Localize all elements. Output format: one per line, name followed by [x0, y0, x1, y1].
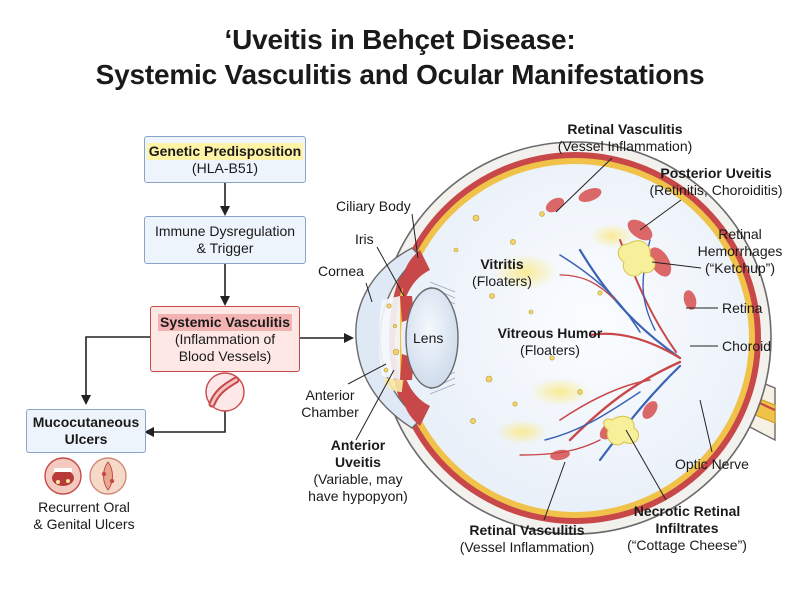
immune-dysregulation-box: Immune Dysregulation & Trigger: [144, 216, 306, 264]
choroid-label: Choroid: [722, 338, 772, 354]
anterior-chamber-label: Anterior Chamber: [290, 387, 370, 421]
anterior-uveitis-title-2: Uveitis: [335, 454, 381, 470]
genetic-predisposition-sub: (HLA-B51): [191, 159, 259, 176]
anterior-uveitis-label: Anterior Uveitis (Variable, may have hyp…: [298, 437, 418, 505]
recurrent-line-2: & Genital Ulcers: [33, 516, 135, 532]
posterior-uveitis-title: Posterior Uveitis: [660, 165, 772, 181]
posterior-uveitis-label: Posterior Uveitis (Retinitis, Choroiditi…: [636, 165, 796, 199]
label-leader-lines: [347, 157, 718, 521]
necrotic-title-1: Necrotic Retinal: [633, 503, 741, 519]
anterior-uveitis-sub-2: have hypopyon): [308, 488, 408, 504]
genetic-predisposition-title: Genetic Predisposition: [146, 142, 304, 160]
anterior-chamber-line-1: Anterior: [305, 387, 355, 403]
page-title: ‘Uveitis in Behçet Disease: Systemic Vas…: [0, 22, 800, 92]
mucocutaneous-ulcers-box: Mucocutaneous Ulcers: [26, 409, 146, 453]
systemic-vasculitis-sub-1: (Inflammation of: [174, 330, 276, 347]
floaters: [383, 211, 603, 424]
vitreous-humor-sub: (Floaters): [520, 342, 580, 358]
vitreous-humor-title: Vitreous Humor: [497, 325, 603, 341]
mucocutaneous-line-2: Ulcers: [64, 431, 108, 447]
inflamed-vessel-icon: [205, 372, 245, 412]
systemic-vasculitis-sub-2: Blood Vessels): [178, 347, 272, 364]
anterior-uveitis-sub-1: (Variable, may: [313, 471, 403, 487]
title-line-2: Systemic Vasculitis and Ocular Manifesta…: [95, 59, 705, 90]
retina-label: Retina: [722, 300, 763, 316]
eye-cross-section: [355, 141, 776, 535]
vitritis-title: Vitritis: [480, 256, 524, 272]
vitritis-sub: (Floaters): [472, 273, 532, 289]
posterior-uveitis-sub: (Retinitis, Choroiditis): [649, 182, 783, 198]
vitritis-label: Vitritis (Floaters): [462, 256, 542, 290]
ciliary-body-top: [402, 250, 430, 300]
necrotic-title-2: Infiltrates: [655, 520, 719, 536]
necrotic-infiltrates: [603, 240, 656, 446]
anterior-chamber-line-2: Chamber: [301, 404, 359, 420]
vitreous-humor-label: Vitreous Humor (Floaters): [480, 325, 620, 359]
systemic-vasculitis-title: Systemic Vasculitis: [158, 313, 292, 331]
retinal-vasculitis-bottom-label: Retinal Vasculitis (Vessel Inflammation): [452, 522, 602, 556]
arrow-systemic-to-ulcers: [81, 336, 150, 405]
retinal-hemorrhages-label: Retinal Hemorrhages (“Ketchup”): [690, 226, 790, 277]
retinal-vasculitis-bottom-sub: (Vessel Inflammation): [459, 539, 595, 555]
retinal-vasculitis-top-title: Retinal Vasculitis: [567, 121, 683, 137]
recurrent-ulcers-label: Recurrent Oral & Genital Ulcers: [22, 499, 146, 533]
anterior-uveitis-title-1: Anterior: [330, 437, 386, 453]
title-line-1: ‘Uveitis in Behçet Disease:: [224, 24, 576, 55]
retinal-vasculitis-top-sub: (Vessel Inflammation): [557, 138, 693, 154]
mucocutaneous-line-1: Mucocutaneous: [32, 414, 140, 430]
lens-label: Lens: [413, 330, 444, 346]
retinal-vasculitis-bottom-title: Retinal Vasculitis: [469, 522, 585, 538]
ciliary-body-label: Ciliary Body: [336, 198, 411, 214]
retinal-vasculitis-top-label: Retinal Vasculitis (Vessel Inflammation): [545, 121, 705, 155]
recurrent-line-1: Recurrent Oral: [38, 499, 130, 515]
systemic-vasculitis-box: Systemic Vasculitis (Inflammation of Blo…: [150, 306, 300, 372]
necrotic-infiltrates-label: Necrotic Retinal Infiltrates (“Cottage C…: [612, 503, 762, 554]
iris-label: Iris: [355, 231, 374, 247]
retinal-hemorrhages-line-2: Hemorrhages: [697, 243, 783, 259]
lens: [405, 287, 459, 389]
immune-dysregulation-line-2: & Trigger: [196, 240, 254, 256]
necrotic-sub: (“Cottage Cheese”): [627, 537, 747, 553]
cornea-label: Cornea: [318, 263, 364, 279]
optic-nerve-label: Optic Nerve: [675, 456, 749, 472]
genital-ulcer-icon: [89, 457, 127, 495]
ciliary-body-bottom: [402, 376, 430, 426]
immune-dysregulation-line-1: Immune Dysregulation: [154, 223, 296, 239]
genetic-predisposition-box: Genetic Predisposition (HLA-B51): [144, 136, 306, 183]
oral-ulcer-icon: [44, 457, 82, 495]
retinal-hemorrhages-line-1: Retinal: [718, 226, 762, 242]
retinal-hemorrhages-line-3: (“Ketchup”): [704, 260, 776, 276]
